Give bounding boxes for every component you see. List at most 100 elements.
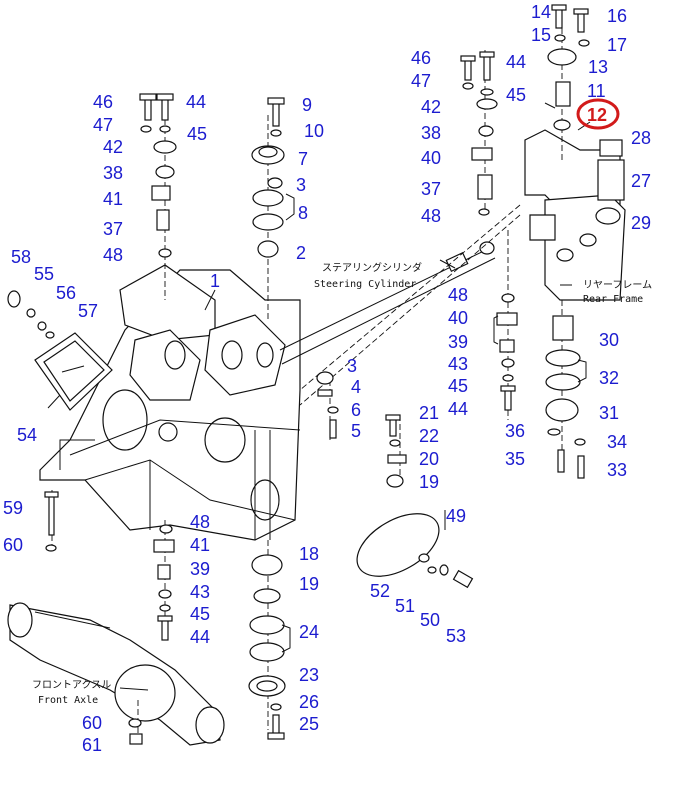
part-number-label[interactable]: 37: [103, 219, 123, 239]
part-number-label[interactable]: 34: [607, 432, 627, 452]
part-number-label[interactable]: 20: [419, 449, 439, 469]
front-axle: [7, 602, 225, 746]
part-number-label[interactable]: 44: [506, 52, 526, 72]
part-number-label[interactable]: 55: [34, 264, 54, 284]
part-number-label[interactable]: 32: [599, 368, 619, 388]
part-number-label[interactable]: 58: [11, 247, 31, 267]
part-number-label[interactable]: 6: [351, 400, 361, 420]
part-number-label[interactable]: 41: [190, 535, 210, 555]
steering-cylinder-en-label: Steering Cylinder: [314, 279, 416, 290]
part-number-label[interactable]: 60: [82, 713, 102, 733]
part-number-label[interactable]: 40: [421, 148, 441, 168]
part-number-label[interactable]: 48: [421, 206, 441, 226]
part-number-label[interactable]: 4: [351, 377, 361, 397]
top-right-pin-stack: [547, 4, 625, 225]
part-number-label[interactable]: 39: [448, 332, 468, 352]
steering-cylinder: [279, 241, 496, 365]
part-number-label[interactable]: 23: [299, 665, 319, 685]
part-number-12-highlighted[interactable]: 12: [587, 105, 607, 125]
part-number-label[interactable]: 39: [190, 559, 210, 579]
part-number-label[interactable]: 22: [419, 426, 439, 446]
center-pin-stack: [251, 97, 285, 258]
part-number-label[interactable]: 16: [607, 6, 627, 26]
part-number-label[interactable]: 33: [607, 460, 627, 480]
part-number-label[interactable]: 44: [186, 92, 206, 112]
part-number-label[interactable]: 17: [607, 35, 627, 55]
part-number-label[interactable]: 24: [299, 622, 319, 642]
part-number-label[interactable]: 27: [631, 171, 651, 191]
part-number-label[interactable]: 48: [103, 245, 123, 265]
part-number-label[interactable]: 49: [446, 506, 466, 526]
part-number-label[interactable]: 13: [588, 57, 608, 77]
part-number-labels: 1 2 3 3 4 5 6 7 8 9 10 11 13 14 15 16 17…: [3, 2, 651, 755]
left-pin-stack: [139, 93, 177, 258]
part-number-label[interactable]: 40: [448, 308, 468, 328]
part-number-label[interactable]: 18: [299, 544, 319, 564]
part-number-label[interactable]: 38: [421, 123, 441, 143]
rear-frame-en-label: Rear Frame: [583, 294, 643, 305]
part-number-label[interactable]: 31: [599, 403, 619, 423]
part-number-label[interactable]: 46: [93, 92, 113, 112]
part-number-label[interactable]: 29: [631, 213, 651, 233]
part-number-label[interactable]: 44: [190, 627, 210, 647]
part-number-label[interactable]: 47: [411, 71, 431, 91]
part-number-label[interactable]: 45: [187, 124, 207, 144]
part-number-label[interactable]: 53: [446, 626, 466, 646]
front-axle-jp-label: フロントアクスル: [32, 679, 111, 691]
part-number-label[interactable]: 59: [3, 498, 23, 518]
part-number-label[interactable]: 47: [93, 115, 113, 135]
part-number-label[interactable]: 42: [103, 137, 123, 157]
part-number-label[interactable]: 10: [304, 121, 324, 141]
part-number-label[interactable]: 8: [298, 203, 308, 223]
part-number-label[interactable]: 45: [190, 604, 210, 624]
part-number-label[interactable]: 35: [505, 449, 525, 469]
rear-frame-jp-label: リヤーフレーム: [583, 279, 652, 291]
cover-plate-54: [34, 332, 113, 411]
part-number-label[interactable]: 48: [190, 512, 210, 532]
part-number-label[interactable]: 50: [420, 610, 440, 630]
part-number-label[interactable]: 61: [82, 735, 102, 755]
part-number-label[interactable]: 28: [631, 128, 651, 148]
part-number-label[interactable]: 37: [421, 179, 441, 199]
highlight-part-12[interactable]: 12: [576, 98, 620, 130]
part-number-label[interactable]: 57: [78, 301, 98, 321]
part-number-label[interactable]: 2: [296, 243, 306, 263]
part-number-label[interactable]: 5: [351, 421, 361, 441]
part-number-label[interactable]: 19: [419, 472, 439, 492]
part-number-label[interactable]: 1: [210, 271, 220, 291]
part-number-label[interactable]: 43: [190, 582, 210, 602]
part-number-label[interactable]: 14: [531, 2, 551, 22]
cover-plate-49: [356, 513, 440, 577]
part-number-label[interactable]: 30: [599, 330, 619, 350]
mid-right-pin-stack: [460, 51, 498, 216]
part-number-label[interactable]: 42: [421, 97, 441, 117]
part-number-label[interactable]: 11: [587, 81, 606, 101]
leader-lines: [47, 102, 591, 691]
part-number-label[interactable]: 60: [3, 535, 23, 555]
part-number-label[interactable]: 43: [448, 354, 468, 374]
part-number-label[interactable]: 48: [448, 285, 468, 305]
part-number-label[interactable]: 3: [347, 356, 357, 376]
part-number-label[interactable]: 56: [56, 283, 76, 303]
part-number-label[interactable]: 21: [419, 403, 439, 423]
front-axle-en-label: Front Axle: [38, 695, 98, 706]
part-number-label[interactable]: 25: [299, 714, 319, 734]
part-number-label[interactable]: 7: [298, 149, 308, 169]
steering-cylinder-jp-label: ステアリングシリンダ: [322, 261, 422, 274]
part-number-label[interactable]: 45: [506, 85, 526, 105]
part-number-label[interactable]: 41: [103, 189, 123, 209]
part-number-label[interactable]: 36: [505, 421, 525, 441]
part-number-label[interactable]: 19: [299, 574, 319, 594]
part-number-label[interactable]: 51: [395, 596, 415, 616]
part-number-label[interactable]: 15: [531, 25, 551, 45]
part-number-label[interactable]: 45: [448, 376, 468, 396]
part-number-label[interactable]: 38: [103, 163, 123, 183]
left-lower-stack: [153, 524, 175, 641]
part-number-label[interactable]: 26: [299, 692, 319, 712]
part-number-label[interactable]: 54: [17, 425, 37, 445]
part-number-label[interactable]: 46: [411, 48, 431, 68]
part-number-label[interactable]: 3: [296, 175, 306, 195]
part-number-label[interactable]: 9: [302, 95, 312, 115]
part-number-label[interactable]: 52: [370, 581, 390, 601]
part-number-label[interactable]: 44: [448, 399, 468, 419]
